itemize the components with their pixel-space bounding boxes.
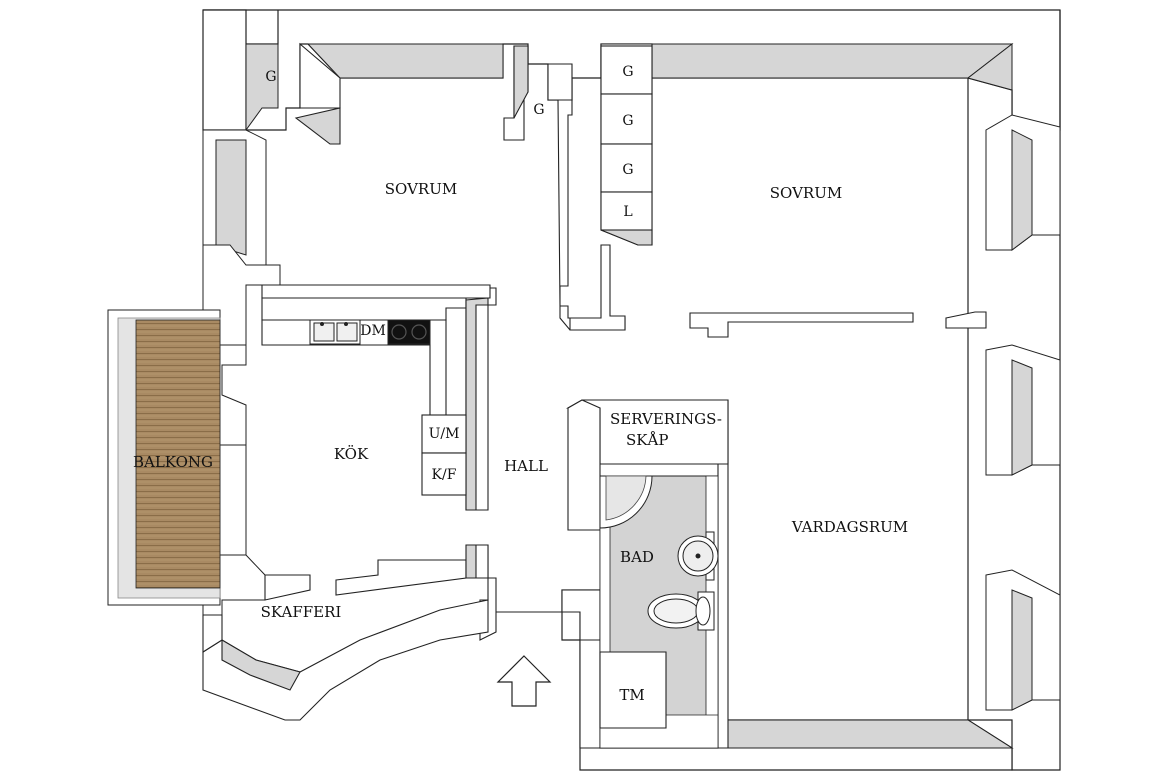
closet-label-4: L bbox=[623, 204, 632, 220]
fixture-label-g-left: G bbox=[265, 69, 276, 85]
closet-label-2: G bbox=[622, 113, 633, 129]
room-label-sovrum-right: SOVRUM bbox=[770, 184, 842, 202]
room-label-kok: KÖK bbox=[334, 445, 369, 463]
fixture-label-dm: DM bbox=[360, 323, 386, 339]
up-arrow-icon bbox=[496, 655, 552, 707]
stove-icon bbox=[387, 319, 431, 345]
toilet-icon bbox=[647, 591, 715, 631]
closet-label-3: G bbox=[622, 162, 633, 178]
kitchen-cabinets bbox=[421, 414, 467, 496]
room-label-bad: BAD bbox=[620, 548, 654, 566]
room-label-balkong: BALKONG bbox=[133, 453, 213, 471]
fixture-label-g-hall: G bbox=[533, 102, 544, 118]
sink-icon bbox=[309, 319, 361, 345]
washbasin-icon bbox=[677, 531, 719, 581]
room-label-tm: TM bbox=[619, 686, 644, 704]
closet-cells bbox=[600, 45, 653, 231]
wall-shading bbox=[245, 42, 1014, 749]
closet-label-1: G bbox=[622, 64, 633, 80]
room-label-vardagsrum: VARDAGSRUM bbox=[791, 518, 908, 536]
skafferi-walls bbox=[202, 544, 497, 721]
room-label-serveringsskap-2: SKÅP bbox=[626, 431, 668, 449]
fixture-label-kf: K/F bbox=[432, 467, 457, 483]
fixture-label-um: U/M bbox=[429, 426, 460, 442]
balcony bbox=[107, 309, 221, 606]
room-label-sovrum-left: SOVRUM bbox=[385, 180, 457, 198]
right-windows bbox=[985, 114, 1061, 711]
room-label-skafferi: SKAFFERI bbox=[261, 603, 342, 621]
room-label-hall: HALL bbox=[504, 457, 548, 475]
washing-machine-box bbox=[599, 651, 667, 729]
room-label-serveringsskap-1: SERVERINGS- bbox=[610, 410, 722, 428]
